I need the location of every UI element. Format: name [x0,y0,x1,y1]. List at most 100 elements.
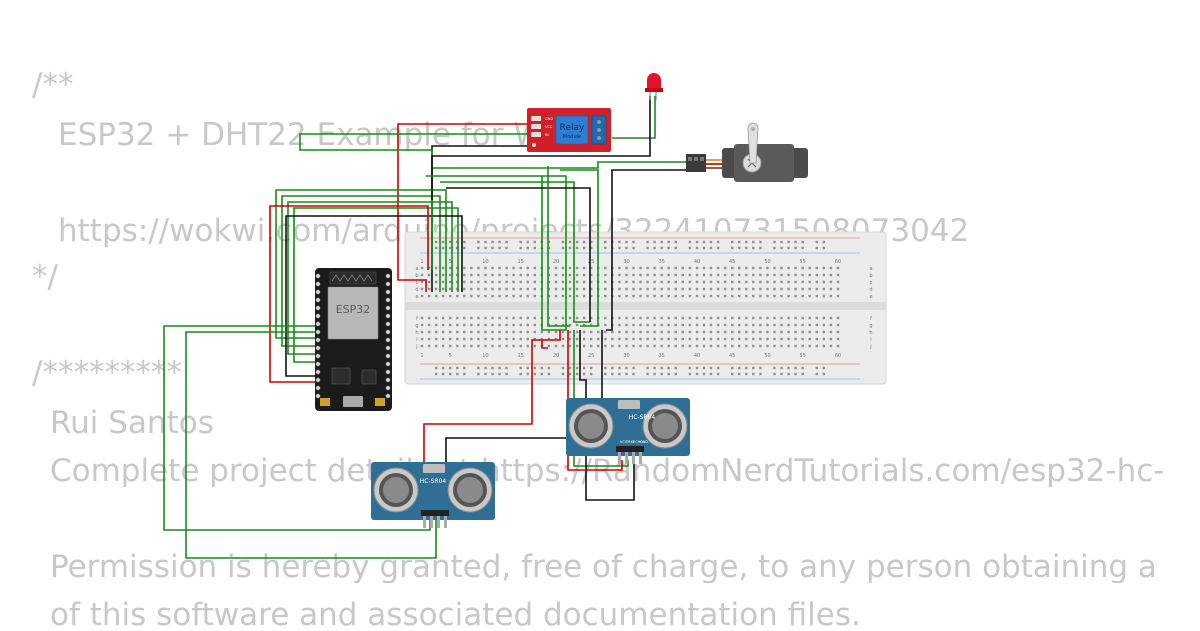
esp32-pin[interactable] [385,377,391,383]
esp32-pin[interactable] [385,273,391,279]
breadboard-row-letter: e [415,294,418,300]
esp32-pin[interactable] [315,393,321,399]
esp32-pin[interactable] [315,369,321,375]
relay-module[interactable]: Relay Module GND VCC IN [527,108,611,152]
esp32-pin[interactable] [385,385,391,391]
servo-motor[interactable] [686,122,808,182]
esp32-pin-headers [315,273,391,399]
esp32-pin[interactable] [385,329,391,335]
breadboard-row-letter: j [869,344,871,350]
breadboard-row-letter: a [869,266,872,272]
esp32-pin[interactable] [315,273,321,279]
esp32-pin[interactable] [385,321,391,327]
wire-bus-1 [426,175,567,331]
breadboard-row-letter: a [415,266,418,272]
wire-esp-gpio-4 [293,207,459,363]
breadboard-row-letter: h [415,330,418,336]
wire-bus-2 [440,181,590,323]
esp32-pin[interactable] [385,313,391,319]
sensor-left-label: HC-SR04 [420,478,447,485]
breadboard-column-number: 35 [659,259,665,265]
sensor-right-pin-vcc: VCC [620,440,628,444]
esp32-pin[interactable] [315,305,321,311]
breadboard-column-number: 45 [729,353,735,359]
breadboard-row-letter: i [416,337,417,343]
wire-esp-gnd [285,215,463,377]
esp32-pin[interactable] [385,337,391,343]
wire-relay-vcc [397,123,532,292]
esp32-pin[interactable] [385,369,391,375]
esp32-pin[interactable] [385,297,391,303]
breadboard-column-number: 35 [659,353,665,359]
breadboard-row-letter: j [415,344,417,350]
breadboard-column-number: 15 [518,259,524,265]
breadboard-column-number: 60 [835,353,841,359]
esp32-pin[interactable] [385,289,391,295]
esp32-pin[interactable] [385,345,391,351]
breadboard-row-letter: e [869,294,872,300]
esp32-pin[interactable] [315,321,321,327]
esp32-pin[interactable] [315,281,321,287]
esp32-pin[interactable] [315,385,321,391]
relay-pin-vcc: VCC [545,125,553,129]
comment-permission: Permission is hereby granted, free of ch… [50,552,1165,583]
comment-title: ESP32 + DHT22 Example for Wokwi [58,120,614,151]
breadboard-column-number: 40 [694,259,700,265]
relay-pin-in: IN [545,133,549,137]
esp32-pin[interactable] [315,361,321,367]
esp32-pin[interactable] [315,337,321,343]
wire-esp-gpio-3 [287,201,453,355]
esp32-pin[interactable] [315,313,321,319]
breadboard-column-number: 1 [420,259,423,265]
esp32-pin[interactable] [385,305,391,311]
esp32-pin[interactable] [315,345,321,351]
breadboard-column-number: 10 [482,259,488,265]
breadboard-column-number: 60 [835,259,841,265]
wire-esp-gpio-1 [275,189,447,339]
breadboard-row-letter: b [415,273,418,279]
wire-servo-signal [606,169,690,331]
esp32-pin[interactable] [315,329,321,335]
esp32-pin[interactable] [315,353,321,359]
breadboard-column-number: 1 [420,353,423,359]
esp32-pin[interactable] [385,281,391,287]
esp32-pin[interactable] [315,297,321,303]
sensor-right-pin-echo: ECHO [633,440,643,444]
wire-left-sensor-echo [185,331,437,559]
breadboard-row-letter: d [869,287,872,293]
sensor-right-pin-gnd: GND [640,440,648,444]
esp32-board[interactable]: ESP32 [315,268,392,411]
wire-servo-vcc [431,161,690,270]
esp32-pin[interactable] [385,353,391,359]
esp32-pin[interactable] [315,377,321,383]
breadboard-column-number: 55 [800,353,806,359]
breadboard-column-number: 50 [764,353,770,359]
breadboard-column-number: 40 [694,353,700,359]
ultrasonic-sensor-right[interactable]: HC-SR04 VCC TRIG ECHO GND [566,398,690,464]
breadboard-row-letter: g [415,323,418,329]
wire-bus-5 [560,169,599,327]
ultrasonic-sensor-left[interactable]: HC-SR04 [371,462,495,528]
breadboard-column-number: 30 [623,259,629,265]
sensor-right-pin-trig: TRIG [625,440,635,444]
esp32-pin[interactable] [315,289,321,295]
wires [163,96,690,559]
breadboard-column-number: 10 [482,353,488,359]
red-led[interactable] [645,73,663,100]
wire-led-anode [612,96,656,139]
breadboard-column-number: 50 [764,259,770,265]
breadboard-column-number: 25 [588,259,594,265]
breadboard-row-letter: i [870,337,871,343]
esp32-pin[interactable] [385,393,391,399]
comment-stars: /********* [32,358,182,389]
breadboard-row-letter: c [870,280,873,286]
breadboard-column-number: 55 [800,259,806,265]
breadboard-column-number: 5 [449,353,452,359]
breadboard-column-number: 20 [553,259,559,265]
esp32-pin[interactable] [385,361,391,367]
